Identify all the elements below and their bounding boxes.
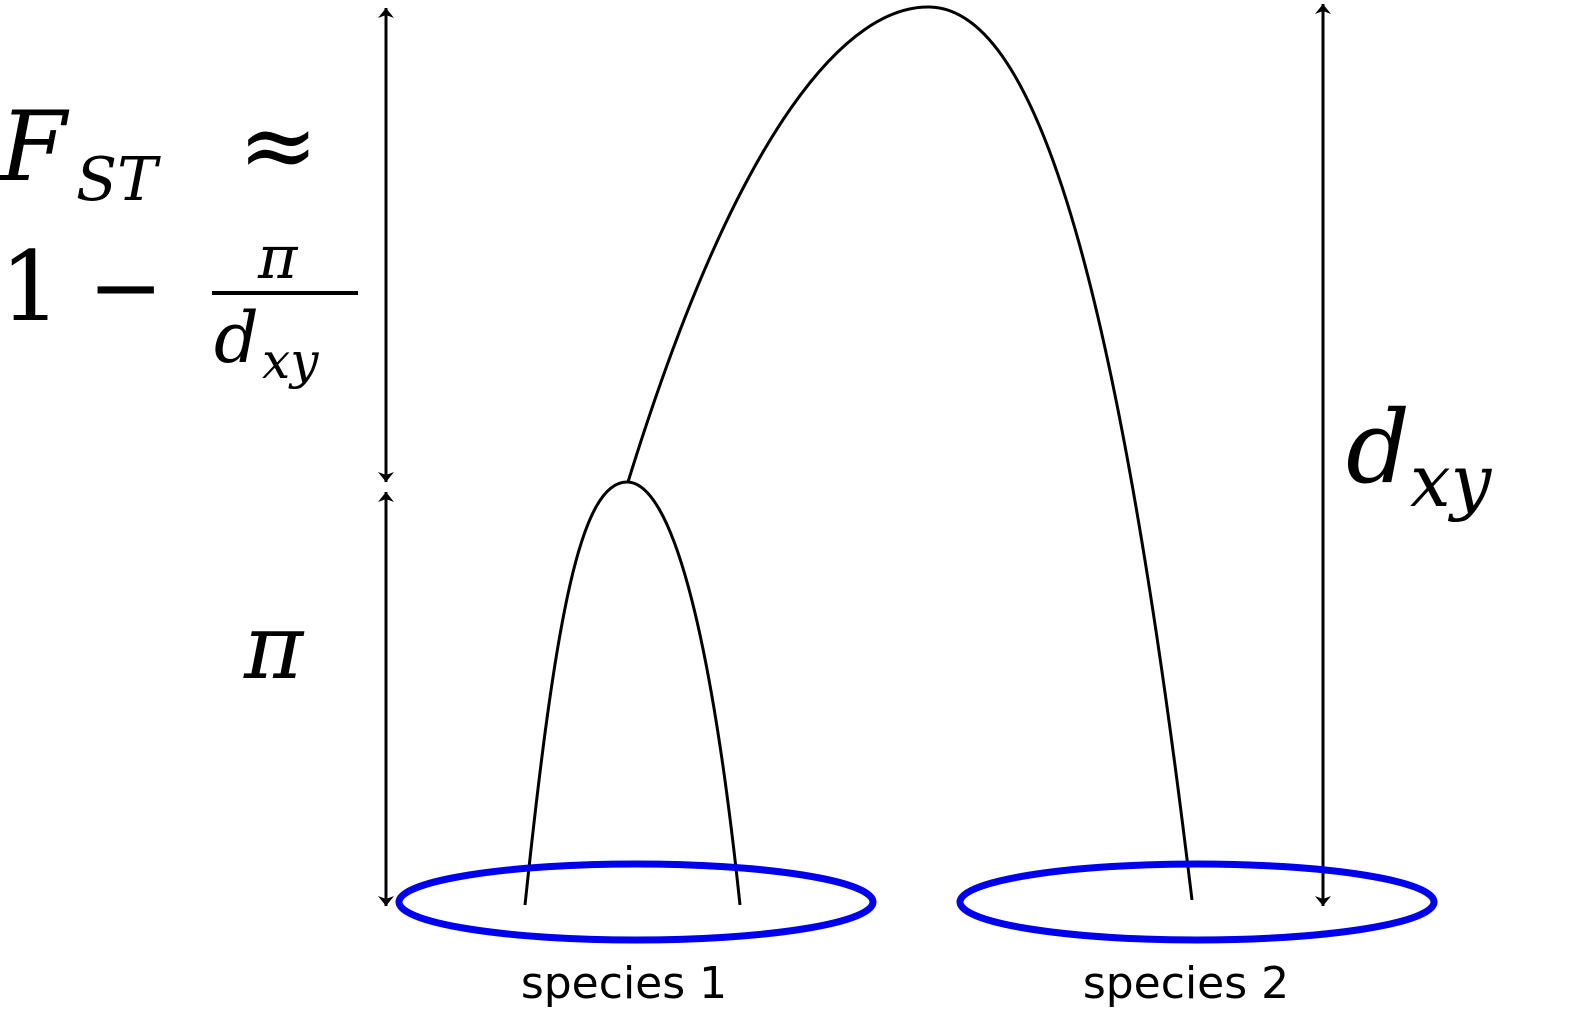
species-1-population-ellipse (395, 860, 877, 944)
within-species-coalescence-arc (523, 480, 742, 906)
fst-formula: F ST ≈ 1 − π d xy (0, 89, 358, 390)
dxy-label-main: d (1346, 389, 1410, 506)
between-species-coalescence-arc (626, 5, 1194, 901)
formula-lhs: F (0, 91, 70, 203)
formula-numerator: π (257, 223, 299, 293)
formula-denominator: d (214, 297, 259, 379)
dxy-label-subscript: xy (1410, 439, 1493, 523)
formula-one: 1 (0, 231, 61, 343)
formula-approx: ≈ (238, 89, 318, 201)
formula-lhs-subscript: ST (76, 145, 161, 215)
pi-label: π (243, 595, 305, 700)
species-2-label: species 2 (1083, 958, 1289, 1009)
dxy-label: d xy (1346, 389, 1493, 523)
species-1-label: species 1 (521, 958, 727, 1009)
formula-minus: − (88, 235, 163, 340)
species-2-population-ellipse (956, 860, 1438, 944)
formula-denominator-subscript: xy (262, 332, 319, 390)
